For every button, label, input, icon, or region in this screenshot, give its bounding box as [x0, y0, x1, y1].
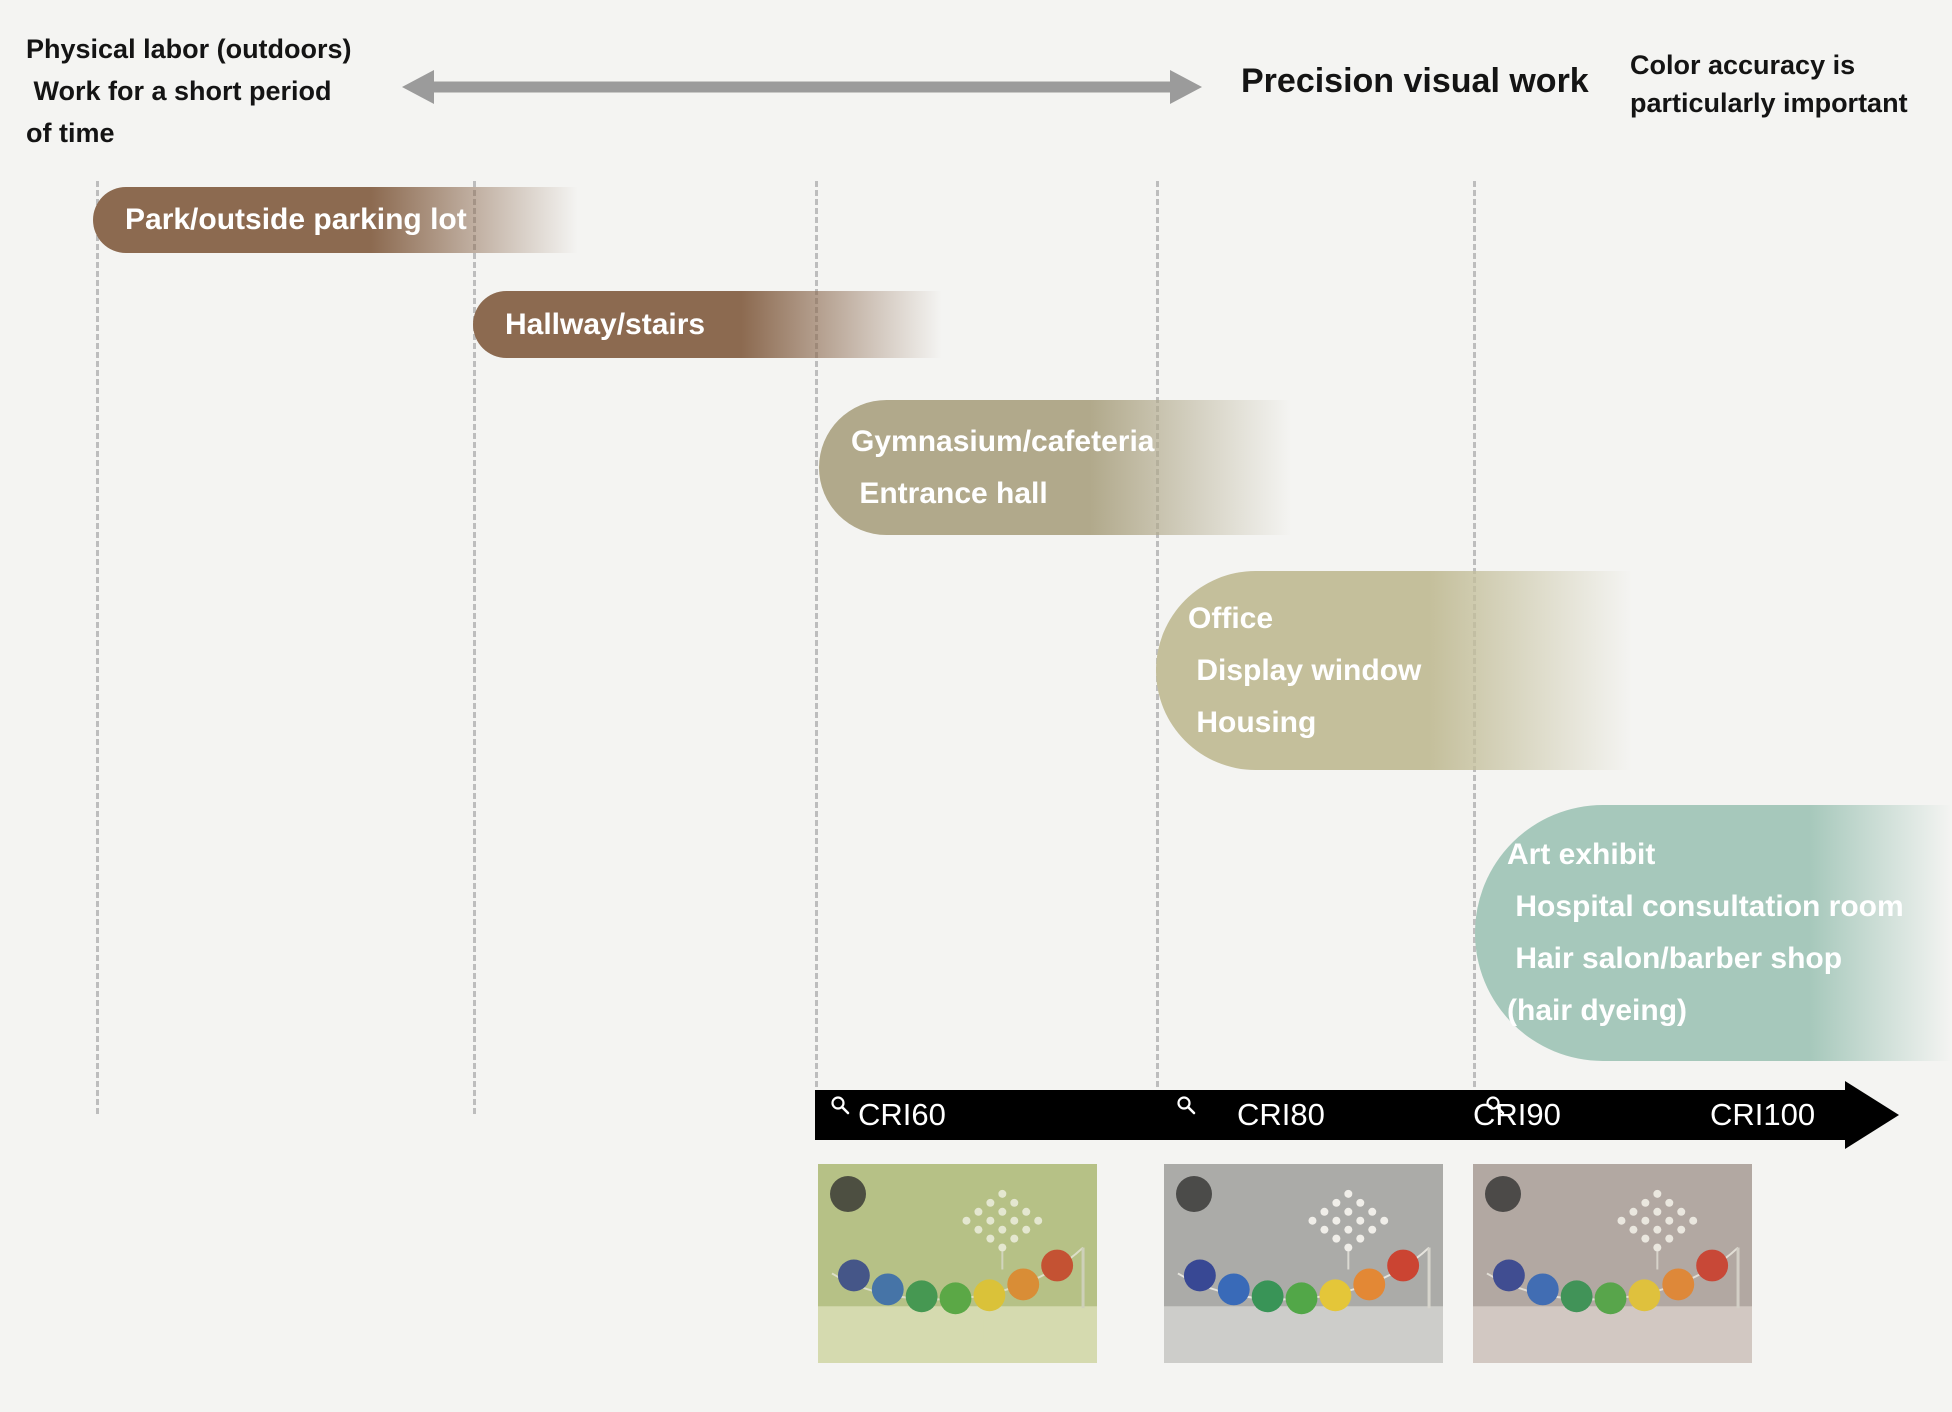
- zoom-button[interactable]: [1485, 1095, 1521, 1212]
- range-bar-label: Entrance hall: [851, 476, 1048, 510]
- range-bar-label: Display window: [1188, 653, 1422, 687]
- range-bar-label: Housing: [1188, 705, 1317, 739]
- range-bar-label: Park/outside parking lot: [125, 203, 467, 236]
- zoom-button[interactable]: [1176, 1095, 1212, 1212]
- double-arrow-icon: [402, 70, 1202, 104]
- cri-axis-bar: [815, 1090, 1845, 1140]
- range-bar-hallway-stairs: Hallway/stairs: [473, 291, 961, 358]
- left-axis-line: Physical labor (outdoors): [26, 34, 352, 64]
- range-bar-label: Hallway/stairs: [505, 307, 706, 341]
- range-bar-gymnasium-cafeteria: Gymnasium/cafeteria Entrance hall: [819, 400, 1311, 535]
- cri-axis-label-100: CRI100: [1710, 1097, 1816, 1132]
- range-bar-art-exhibit: Art exhibit Hospital consultation room H…: [1475, 805, 1952, 1061]
- range-bar-office: Office Display window Housing: [1156, 571, 1652, 770]
- precision-visual-work-label: Precision visual work: [1241, 62, 1589, 100]
- range-bar-label: (hair dyeing): [1507, 994, 1688, 1027]
- cri-axis: CRI60 CRI80 CRI90 CRI100: [815, 1081, 1952, 1149]
- range-bar-park-parking: Park/outside parking lot: [93, 187, 598, 253]
- range-bar-label: Hospital consultation room: [1507, 890, 1904, 923]
- sample-photo-cri80: [1164, 1095, 1443, 1363]
- photo-pedestal: [1602, 1319, 1639, 1346]
- range-bar-label: Hair salon/barber shop: [1507, 942, 1843, 975]
- gridline: [815, 181, 818, 1114]
- cri-axis-label-60: CRI60: [858, 1097, 946, 1132]
- sample-photo-cri60: [818, 1095, 1097, 1363]
- magnifier-icon: [1486, 1095, 1505, 1114]
- left-axis-line: Work for a short period: [26, 76, 332, 106]
- left-axis-description: Physical labor (outdoors) Work for a sho…: [26, 28, 352, 154]
- range-bar-label: Art exhibit: [1507, 838, 1656, 871]
- magnifier-icon: [1177, 1095, 1196, 1114]
- range-bar-label: Gymnasium/cafeteria: [851, 424, 1155, 458]
- cri-axis-label-80: CRI80: [1237, 1097, 1325, 1132]
- gridline: [473, 181, 476, 1114]
- sample-photo-cri90: [1473, 1095, 1752, 1363]
- gridline: [96, 181, 99, 1114]
- cri-axis-arrowhead-icon: [1845, 1081, 1899, 1149]
- range-bar-label: Office: [1188, 601, 1274, 635]
- right-axis-line: Color accuracy is: [1630, 50, 1856, 80]
- zoom-button[interactable]: [830, 1095, 866, 1212]
- photo-pedestal: [947, 1319, 984, 1346]
- photo-pedestal: [1293, 1319, 1330, 1346]
- right-axis-description: Color accuracy is particularly important: [1630, 46, 1908, 122]
- left-axis-line: of time: [26, 118, 115, 148]
- magnifier-icon: [831, 1095, 850, 1114]
- right-axis-line: particularly important: [1630, 88, 1908, 118]
